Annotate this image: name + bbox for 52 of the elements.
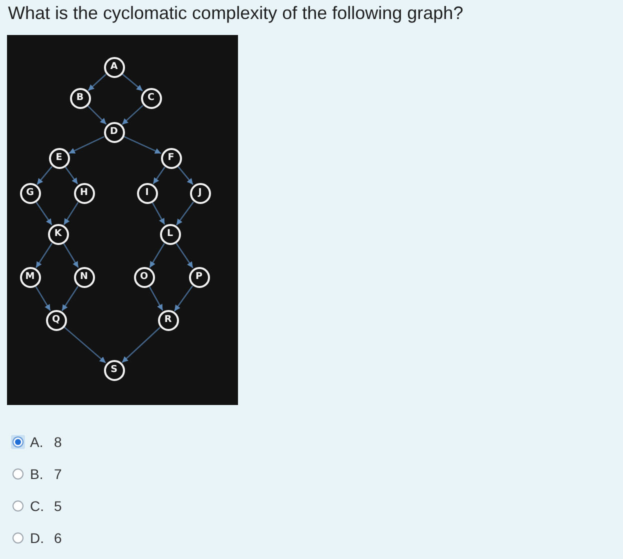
node-circle: A	[104, 56, 124, 78]
node-circle: L	[160, 224, 180, 244]
node-circle: S	[104, 360, 124, 380]
node-circle: G	[20, 182, 40, 204]
arrow	[88, 74, 106, 92]
arrow	[149, 243, 165, 268]
arrow	[63, 202, 79, 226]
option-letter: B.	[30, 466, 44, 482]
arrow	[176, 242, 194, 268]
arrow	[64, 166, 78, 184]
arrow	[61, 286, 79, 312]
node-circle: F	[160, 148, 182, 168]
option-value: 5	[54, 498, 62, 514]
node-circle: C	[140, 88, 162, 108]
node-circle: Q	[46, 310, 66, 330]
node-circle: I	[136, 182, 158, 204]
arrow	[122, 327, 160, 363]
arrow	[36, 166, 52, 185]
option-letter: D.	[30, 530, 44, 546]
arrow	[124, 136, 162, 154]
option-value: 7	[54, 466, 62, 482]
arrow	[87, 105, 107, 125]
arrow	[152, 166, 166, 184]
arrow	[35, 242, 53, 268]
node-circle: P	[188, 266, 210, 288]
node-circle: R	[158, 310, 178, 330]
node-circle: O	[134, 266, 154, 288]
arrow	[63, 243, 79, 268]
arrow	[68, 136, 104, 154]
arrow	[174, 286, 194, 312]
question-text: What is the cyclomatic complexity of the following graph?	[8, 2, 464, 25]
node-circle: N	[74, 266, 94, 288]
node-circle: J	[190, 182, 210, 204]
option-letter: C.	[30, 498, 44, 514]
node-circle: E	[48, 148, 70, 168]
arrow	[122, 74, 143, 92]
node-circle: B	[70, 88, 90, 108]
arrow	[35, 286, 51, 311]
arrow	[148, 286, 164, 311]
option-value: 8	[54, 434, 62, 450]
option-value: 6	[54, 530, 62, 546]
arrow	[64, 326, 106, 364]
arrow	[152, 202, 166, 225]
option-letter: A.	[30, 434, 44, 450]
node-circle: D	[104, 122, 124, 142]
arrow	[178, 166, 194, 185]
arrow	[36, 202, 52, 226]
node-circle: H	[74, 182, 94, 204]
arrow	[176, 202, 194, 226]
node-circle: K	[48, 224, 68, 244]
arrow	[122, 104, 144, 126]
node-circle: M	[20, 266, 40, 288]
